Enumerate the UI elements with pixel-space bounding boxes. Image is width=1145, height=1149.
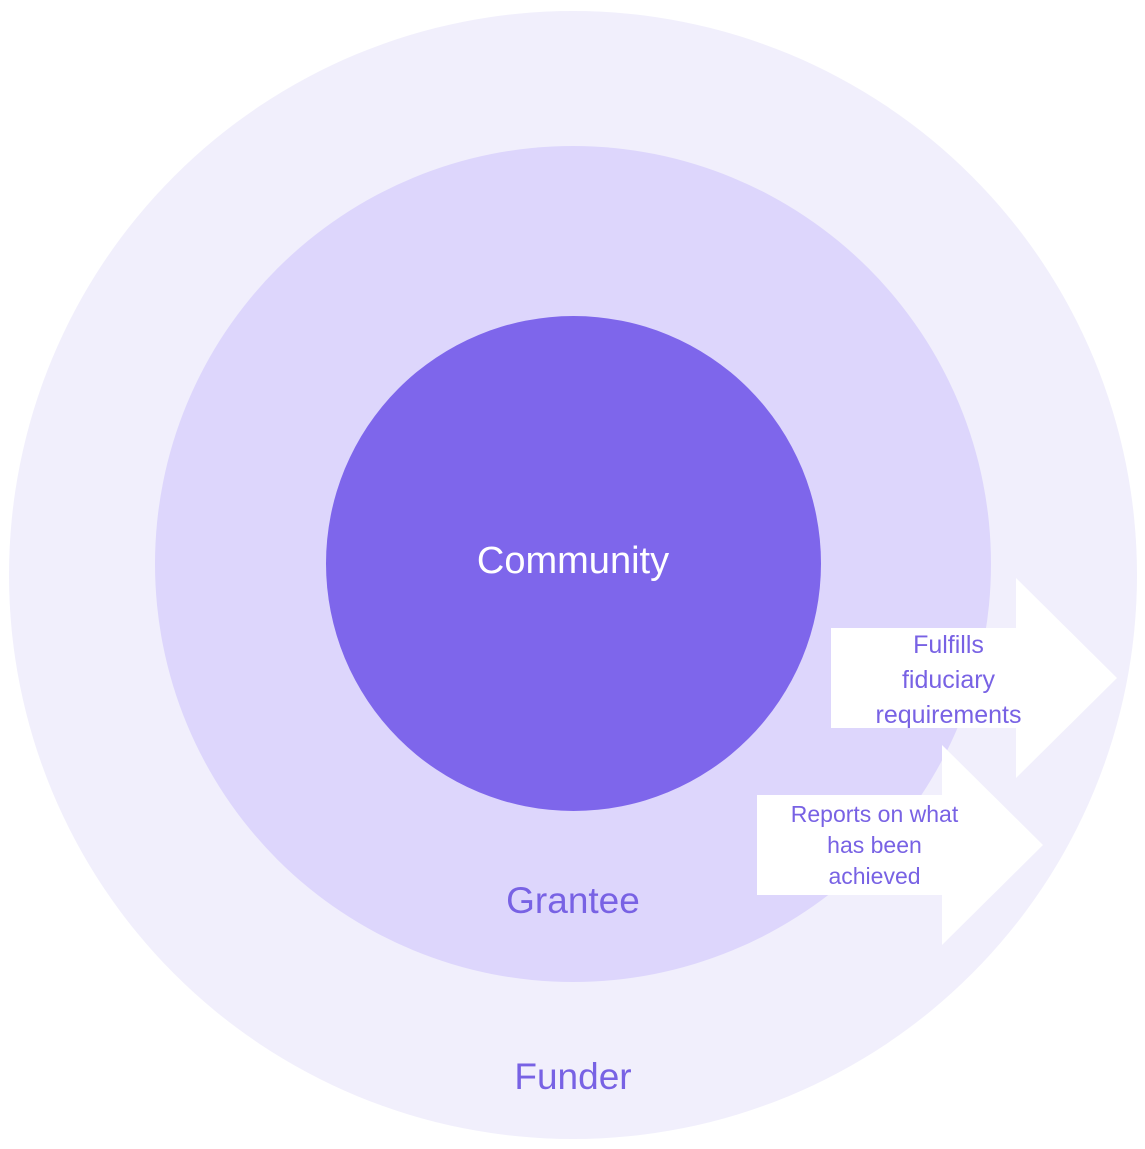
- funder-label: Funder: [514, 1056, 632, 1097]
- arrow-line: Reports on what: [790, 801, 959, 827]
- reports-arrow-text: Reports on what has been achieved: [757, 799, 992, 892]
- arrow-line: fiduciary: [901, 666, 996, 694]
- grantee-label: Grantee: [506, 880, 640, 921]
- fiduciary-arrow-text: Fulfills fiduciary requirements: [831, 628, 1066, 733]
- arrow-line: requirements: [875, 701, 1022, 729]
- arrow-line: has been: [827, 832, 922, 858]
- community-circle: [326, 316, 821, 811]
- community-label: Community: [476, 540, 670, 582]
- arrow-line: Fulfills: [913, 631, 984, 659]
- arrow-line: achieved: [828, 863, 921, 889]
